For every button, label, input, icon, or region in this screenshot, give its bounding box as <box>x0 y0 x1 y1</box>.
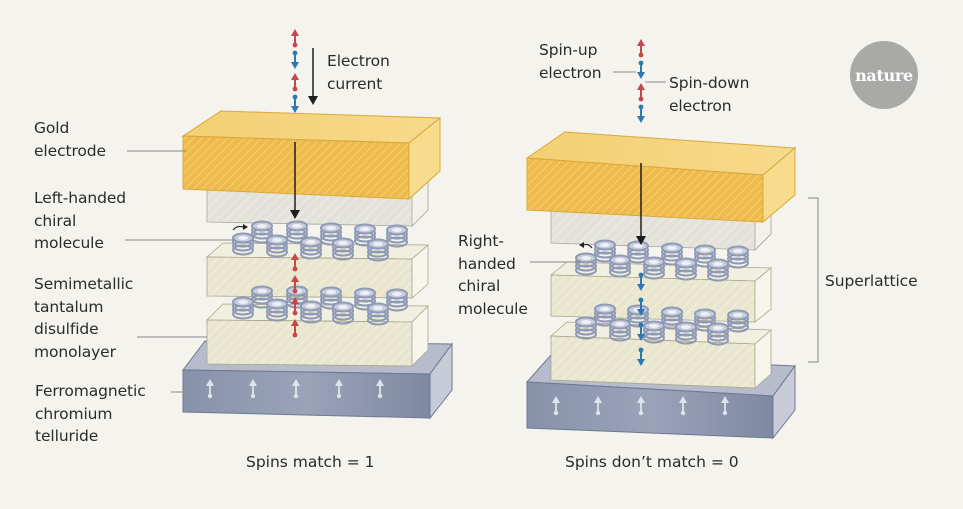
spin-up-electron-icon <box>291 253 299 272</box>
chiral-molecule-icon <box>367 238 389 262</box>
chiral-molecule-icon <box>643 320 665 344</box>
magnetization-up-arrow-icon <box>206 379 214 399</box>
magnetization-up-arrow-icon <box>594 396 602 416</box>
chiral-molecule-icon <box>332 237 354 261</box>
spin-down-electron-icon <box>637 322 645 341</box>
spin-up-electron-icon <box>637 83 645 102</box>
chiral-molecule-icon <box>627 240 649 264</box>
spin-down-electron-icon <box>291 94 299 113</box>
spin-down-electron-icon <box>637 297 645 316</box>
chiral-molecule-icon <box>367 302 389 326</box>
spin-down-electron-icon <box>637 272 645 291</box>
chiral-molecule-icon <box>232 296 254 320</box>
right-caption: Spins don’t match = 0 <box>565 453 739 471</box>
spin-up-electron-icon <box>291 275 299 294</box>
left-incoming-spins <box>291 29 299 113</box>
right-current-arrowhead-icon <box>636 236 646 245</box>
right-chirality-arrowhead-icon <box>579 242 584 248</box>
chiral-molecule-icon <box>727 309 749 333</box>
right-chiral-molecules-row-2 <box>575 303 749 346</box>
left-handed-molecule-label: Left-handed chiral molecule <box>34 189 127 252</box>
spin-down-electron-icon <box>637 347 645 366</box>
spin-down-label: Spin-down electron <box>669 74 750 115</box>
chiral-molecule-icon <box>575 316 597 340</box>
superlattice-label: Superlattice <box>825 272 918 290</box>
left-chiral-molecules-row-1 <box>232 220 408 262</box>
right-incoming-spins <box>637 39 645 123</box>
gold-electrode-label: Gold electrode <box>34 119 106 160</box>
chiral-molecule-icon <box>707 322 729 346</box>
magnetization-up-arrow-icon <box>552 396 560 416</box>
chiral-molecule-icon <box>707 258 729 282</box>
electron-current-label: Electron current <box>327 52 390 93</box>
spin-up-electron-icon <box>291 73 299 92</box>
spin-down-electron-icon <box>637 60 645 79</box>
chiral-molecule-icon <box>609 318 631 342</box>
chiral-molecule-icon <box>354 287 376 311</box>
chiral-molecule-icon <box>332 301 354 325</box>
nature-logo-text: nature <box>855 65 913 85</box>
chiral-molecule-icon <box>386 288 408 312</box>
spin-down-electron-icon <box>637 104 645 123</box>
left-stack <box>181 29 453 420</box>
left-caption: Spins match = 1 <box>246 453 375 471</box>
chiral-molecule-icon <box>609 254 631 278</box>
magnetization-up-arrow-icon <box>376 379 384 399</box>
right-transmitted-spins <box>637 272 645 366</box>
chiral-molecule-icon <box>300 300 322 324</box>
left-chirality-arrowhead-icon <box>243 224 248 230</box>
left-transmitted-spins <box>291 253 299 338</box>
left-chiral-molecules-row-2 <box>232 285 408 326</box>
magnetization-up-arrow-icon <box>721 396 729 416</box>
right-chiral-molecules-row-1 <box>575 239 749 282</box>
magnetization-up-arrow-icon <box>249 379 257 399</box>
ferromagnetic-label: Ferromagnetic chromium telluride <box>35 382 146 445</box>
spin-up-electron-icon <box>291 319 299 338</box>
spin-up-electron-icon <box>637 39 645 58</box>
magnetization-up-arrow-icon <box>335 379 343 399</box>
chiral-molecule-icon <box>643 256 665 280</box>
left-chirality-arrow-icon <box>232 225 244 231</box>
chiral-molecule-icon <box>266 234 288 258</box>
electron-current-legend-arrowhead-icon <box>308 96 318 105</box>
chiral-molecule-icon <box>675 257 697 281</box>
spin-up-label: Spin-up electron <box>539 41 602 82</box>
spin-up-electron-icon <box>291 297 299 316</box>
chiral-molecule-icon <box>266 298 288 322</box>
chiral-molecule-icon <box>386 224 408 248</box>
left-magnetization-arrows <box>206 379 384 399</box>
chiral-molecule-icon <box>675 321 697 345</box>
spin-down-electron-icon <box>291 50 299 69</box>
left-current-arrowhead-icon <box>290 210 300 219</box>
chiral-molecule-icon <box>727 245 749 269</box>
left-tantalum-layer-2 <box>206 303 429 367</box>
spin-up-electron-icon <box>291 29 299 48</box>
superlattice-bracket <box>808 197 819 363</box>
right-chirality-arrow-icon <box>583 243 593 249</box>
right-gold-electrode <box>525 131 797 224</box>
tantalum-disulfide-label: Semimetallic tantalum disulfide monolaye… <box>34 275 134 361</box>
leader-lines <box>125 71 666 393</box>
nature-logo: nature <box>850 41 918 109</box>
right-handed-molecule-label: Right- handed chiral molecule <box>458 232 528 318</box>
right-magnetization-arrows <box>552 396 729 416</box>
chiral-molecule-icon <box>354 223 376 247</box>
chiral-molecule-icon <box>300 236 322 260</box>
magnetization-up-arrow-icon <box>292 379 300 399</box>
magnetization-up-arrow-icon <box>679 396 687 416</box>
chiral-molecule-icon <box>594 303 616 327</box>
right-stack <box>525 39 819 440</box>
chiral-molecule-icon <box>661 242 683 266</box>
magnetization-up-arrow-icon <box>637 396 645 416</box>
left-gold-electrode <box>181 110 442 201</box>
chiral-molecule-icon <box>232 232 254 256</box>
